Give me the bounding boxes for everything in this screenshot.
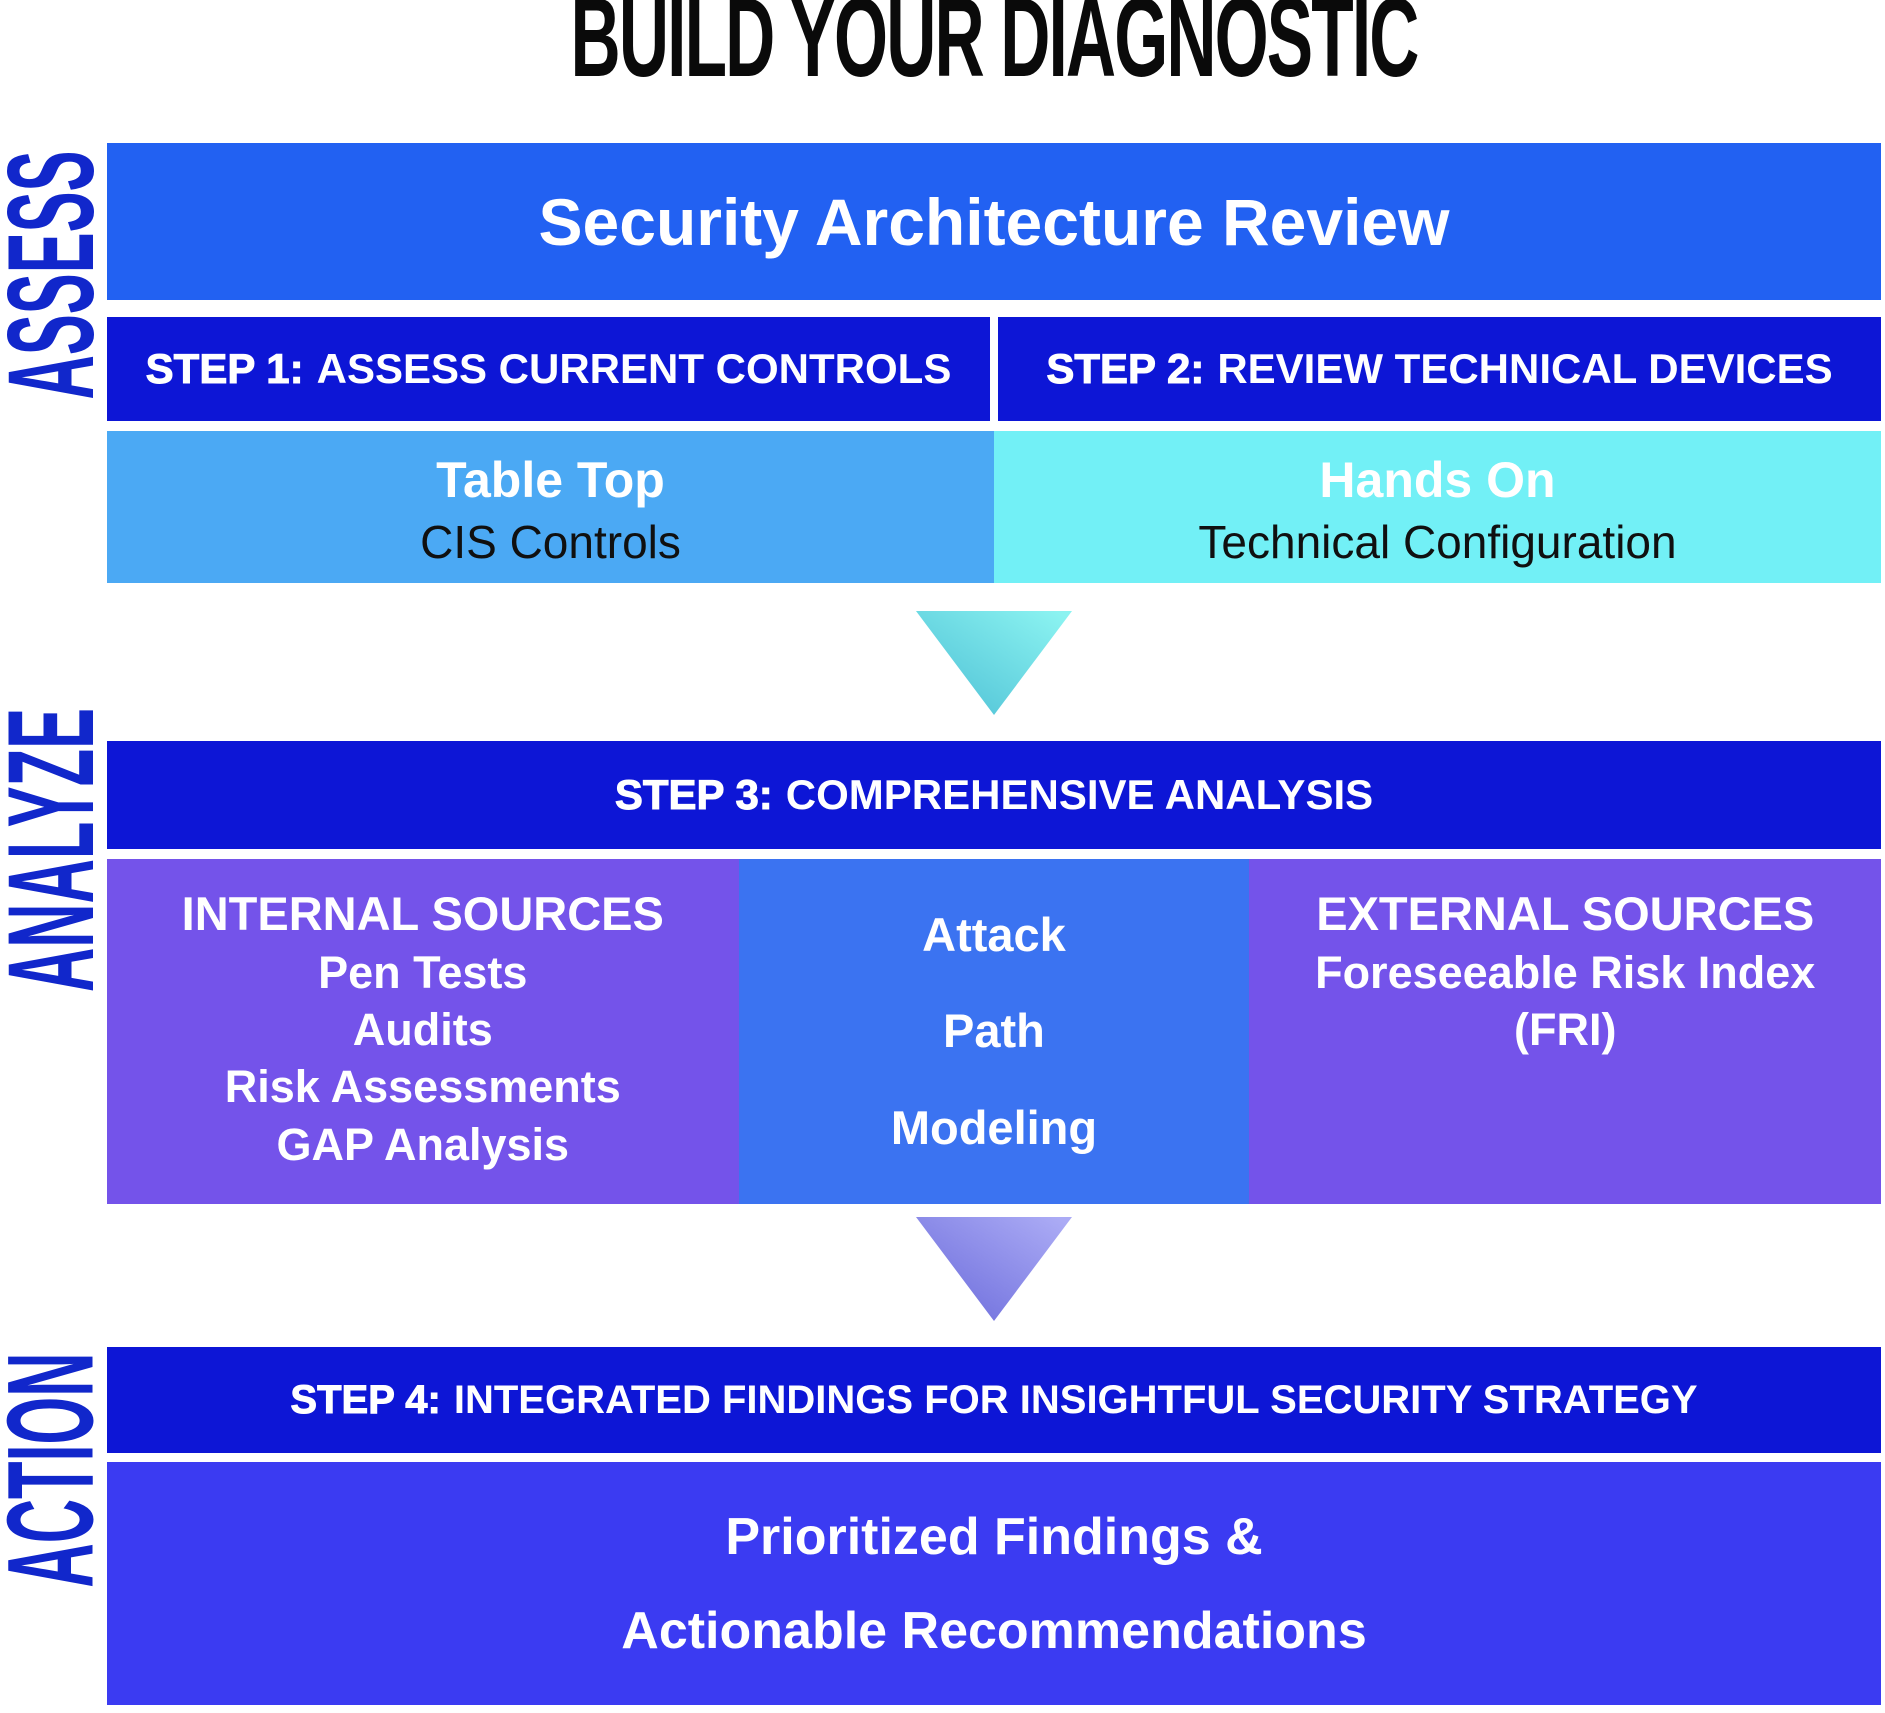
result-line: Actionable Recommendations	[621, 1601, 1367, 1660]
step-1-text: ASSESS CURRENT CONTROLS	[316, 345, 952, 392]
external-sources-box: EXTERNAL SOURCES Foreseeable Risk Index …	[1249, 859, 1881, 1204]
internal-source-item: GAP Analysis	[276, 1118, 570, 1170]
step-2-text: REVIEW TECHNICAL DEVICES	[1217, 345, 1833, 392]
table-top-title: Table Top	[436, 451, 665, 508]
internal-sources-box: INTERNAL SOURCES Pen Tests Audits Risk A…	[107, 859, 739, 1204]
section-label-assess: ASSESS	[0, 150, 120, 400]
down-arrow-icon-2	[916, 1217, 1072, 1321]
internal-source-item: Risk Assessments	[224, 1061, 621, 1113]
assess-steps-row: STEP 1: ASSESS CURRENT CONTROLS STEP 2: …	[107, 317, 1881, 421]
step-4-text: INTEGRATED FINDINGS FOR INSIGHTFUL SECUR…	[453, 1377, 1698, 1422]
arrow-row-1	[107, 611, 1881, 715]
table-top-box: Table Top CIS Controls	[107, 431, 994, 583]
external-sources-heading: EXTERNAL SOURCES	[1316, 887, 1815, 940]
step-3-prefix: STEP 3:	[614, 771, 773, 819]
hands-on-box: Hands On Technical Configuration	[994, 431, 1881, 583]
assess-methods-row: Table Top CIS Controls Hands On Technica…	[107, 431, 1881, 583]
external-source-line: (FRI)	[1513, 1004, 1617, 1056]
down-arrow-icon-1	[916, 611, 1072, 715]
step-1-prefix: STEP 1:	[145, 345, 304, 393]
external-source-line: Foreseeable Risk Index	[1315, 947, 1816, 999]
section-label-analyze: ANALYZE	[0, 707, 120, 993]
attack-path-modeling-line: Modeling	[890, 1100, 1098, 1154]
internal-source-item: Audits	[352, 1004, 493, 1056]
diagram-main-column: Security Architecture Review STEP 1: ASS…	[107, 143, 1881, 1705]
arrow-row-2	[107, 1217, 1881, 1321]
section-label-action: ACTION	[0, 1352, 120, 1588]
step-1-bar: STEP 1: ASSESS CURRENT CONTROLS	[107, 317, 990, 421]
internal-sources-heading: INTERNAL SOURCES	[181, 887, 664, 940]
analyze-sources-row: INTERNAL SOURCES Pen Tests Audits Risk A…	[107, 859, 1881, 1204]
attack-path-modeling-line: Path	[943, 1004, 1045, 1058]
attack-path-modeling-box: Attack Path Modeling	[738, 859, 1250, 1204]
hands-on-title: Hands On	[1319, 451, 1556, 508]
step-4-bar: STEP 4: INTEGRATED FINDINGS FOR INSIGHTF…	[107, 1347, 1881, 1453]
page-title-text: BUILD YOUR DIAGNOSTIC	[570, 0, 1420, 100]
page-title: BUILD YOUR DIAGNOSTIC	[107, 0, 1881, 100]
step-2-prefix: STEP 2:	[1046, 345, 1205, 393]
step-3-text: COMPREHENSIVE ANALYSIS	[785, 771, 1374, 818]
attack-path-modeling-line: Attack	[922, 908, 1066, 962]
table-top-subtitle: CIS Controls	[420, 515, 681, 568]
internal-source-item: Pen Tests	[318, 947, 528, 999]
prioritized-findings-box: Prioritized Findings & Actionable Recomm…	[107, 1462, 1881, 1705]
step-3-bar: STEP 3: COMPREHENSIVE ANALYSIS	[107, 741, 1881, 849]
step-2-bar: STEP 2: REVIEW TECHNICAL DEVICES	[998, 317, 1881, 421]
step-4-prefix: STEP 4:	[290, 1377, 441, 1422]
security-architecture-review-banner: Security Architecture Review	[107, 143, 1881, 300]
hands-on-subtitle: Technical Configuration	[1198, 515, 1677, 568]
result-line: Prioritized Findings &	[725, 1507, 1263, 1566]
